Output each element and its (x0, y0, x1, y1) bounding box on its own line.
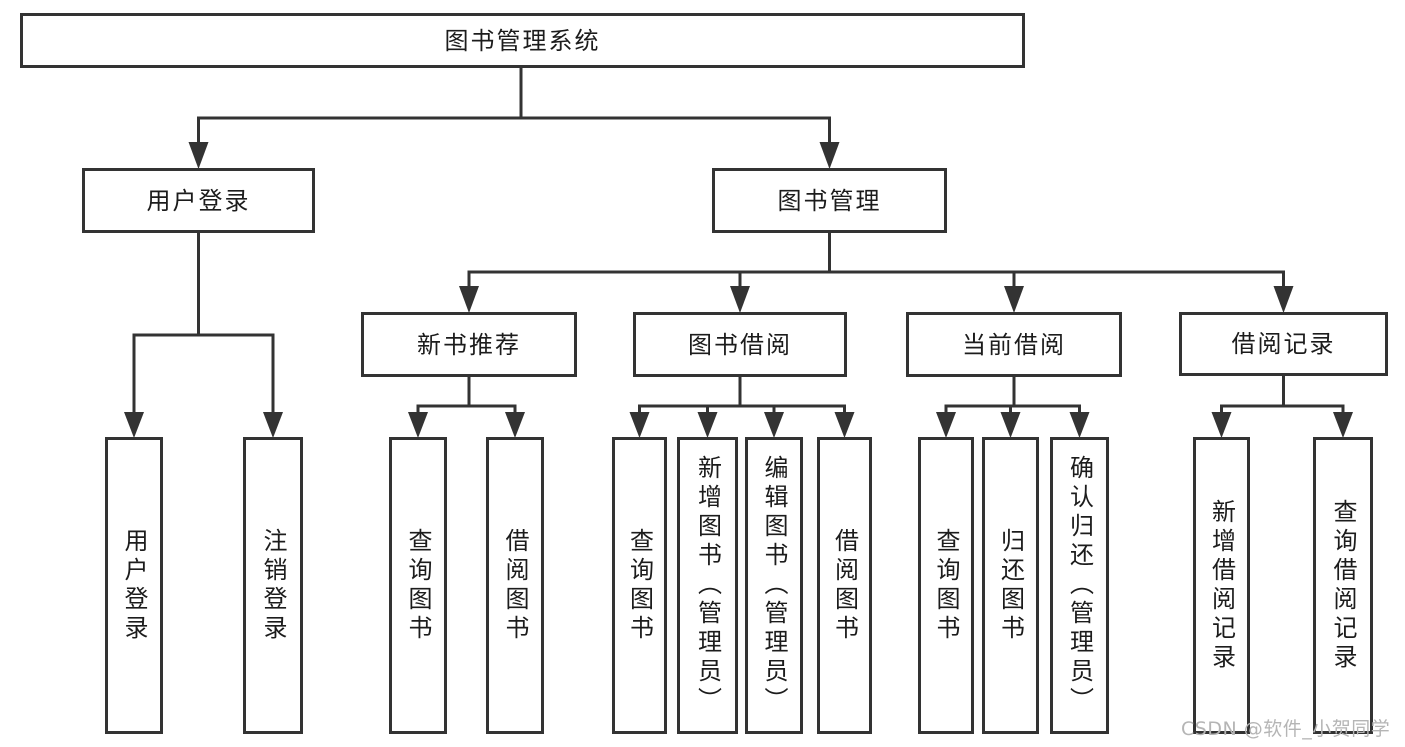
node-borrow-records-label: 借阅记录 (1231, 330, 1336, 358)
edges-current-borrow (936, 375, 1090, 438)
edges-book-borrow (629, 375, 855, 438)
arrow-down (1004, 271, 1024, 313)
arrow-head (1004, 286, 1024, 313)
arrow-head (936, 412, 956, 438)
arrow-head (697, 412, 718, 438)
arrow-down (834, 405, 855, 438)
arrow-head (1273, 286, 1294, 313)
edges-new-book-recommend (408, 375, 525, 438)
arrow-head (1211, 412, 1232, 438)
node-user-login-leaf-label: 用户登录 (120, 527, 148, 644)
arrow-down (730, 271, 750, 313)
arrow-down (263, 334, 283, 438)
node-root-label: 图书管理系统 (444, 26, 601, 55)
arrow-down (1333, 405, 1353, 438)
node-confirm-return-admin-label: 确认归还（管理员） (1065, 455, 1094, 716)
node-book-management: 图书管理 (712, 168, 947, 233)
node-new-book-recommend: 新书推荐 (361, 312, 577, 377)
node-add-book-admin: 新增图书（管理员） (677, 437, 738, 734)
node-book-borrow-label: 图书借阅 (688, 330, 792, 359)
arrow-down (124, 334, 144, 438)
arrow-head (834, 412, 855, 438)
arrow-head (124, 412, 144, 438)
arrow-down (697, 405, 718, 438)
node-borrow-records: 借阅记录 (1179, 312, 1388, 376)
arrow-head (263, 412, 283, 438)
arrow-head (408, 412, 428, 438)
node-return-book: 归还图书 (982, 437, 1039, 734)
node-logout-leaf-label: 注销登录 (259, 527, 287, 644)
node-edit-book-admin: 编辑图书（管理员） (745, 437, 803, 734)
arrow-down (188, 117, 209, 169)
arrow-head (188, 142, 209, 169)
arrow-head (730, 286, 750, 313)
node-current-borrow: 当前借阅 (906, 312, 1122, 377)
arrow-down (1000, 405, 1021, 438)
node-query-borrow-record-label: 查询借阅记录 (1329, 498, 1357, 673)
node-current-borrow-label: 当前借阅 (962, 330, 1066, 359)
arrow-down (1211, 405, 1232, 438)
node-borrow-books-2-label: 借阅图书 (830, 527, 859, 644)
node-query-books-2-label: 查询图书 (625, 527, 654, 644)
arrow-down (1273, 271, 1294, 313)
node-logout-leaf: 注销登录 (243, 437, 303, 734)
node-query-books-3-label: 查询图书 (932, 527, 960, 644)
node-user-login-label: 用户登录 (146, 186, 251, 215)
node-query-books-3: 查询图书 (918, 437, 974, 734)
arrow-down (936, 405, 956, 438)
arrow-head (819, 142, 840, 169)
arrow-down (505, 405, 525, 438)
node-borrow-books-1-label: 借阅图书 (501, 527, 529, 644)
arrow-head (505, 412, 525, 438)
node-edit-book-admin-label: 编辑图书（管理员） (760, 455, 788, 716)
arrow-head (629, 412, 650, 438)
node-book-management-label: 图书管理 (777, 186, 882, 215)
edges-root (188, 66, 840, 169)
node-root: 图书管理系统 (20, 13, 1025, 68)
csdn-watermark: CSDN @软件_小贺同学 (1181, 718, 1391, 740)
arrow-down (764, 405, 784, 438)
node-add-borrow-record-label: 新增借阅记录 (1207, 498, 1236, 673)
arrow-down (459, 271, 479, 313)
node-add-book-admin-label: 新增图书（管理员） (693, 455, 722, 716)
node-return-book-label: 归还图书 (996, 527, 1025, 644)
node-user-login: 用户登录 (82, 168, 315, 233)
node-query-books-2: 查询图书 (612, 437, 667, 734)
edges-book-management (459, 231, 1294, 313)
node-add-borrow-record: 新增借阅记录 (1193, 437, 1250, 734)
node-borrow-books-1: 借阅图书 (486, 437, 544, 734)
node-confirm-return-admin: 确认归还（管理员） (1050, 437, 1109, 734)
arrow-head (1000, 412, 1021, 438)
node-query-books-1-label: 查询图书 (404, 527, 432, 644)
edges-borrow-records (1211, 374, 1353, 438)
node-borrow-books-2: 借阅图书 (817, 437, 872, 734)
arrow-down (819, 117, 840, 169)
arrow-head (764, 412, 784, 438)
node-user-login-leaf: 用户登录 (105, 437, 163, 734)
node-new-book-recommend-label: 新书推荐 (417, 330, 521, 359)
arrow-head (1069, 412, 1090, 438)
arrow-down (1069, 405, 1090, 438)
node-query-borrow-record: 查询借阅记录 (1313, 437, 1373, 734)
node-book-borrow: 图书借阅 (633, 312, 847, 377)
arrow-head (459, 286, 479, 313)
node-query-books-1: 查询图书 (389, 437, 447, 734)
arrow-down (408, 405, 428, 438)
edges-user-login (124, 231, 283, 438)
arrow-down (629, 405, 650, 438)
arrow-head (1333, 412, 1353, 438)
